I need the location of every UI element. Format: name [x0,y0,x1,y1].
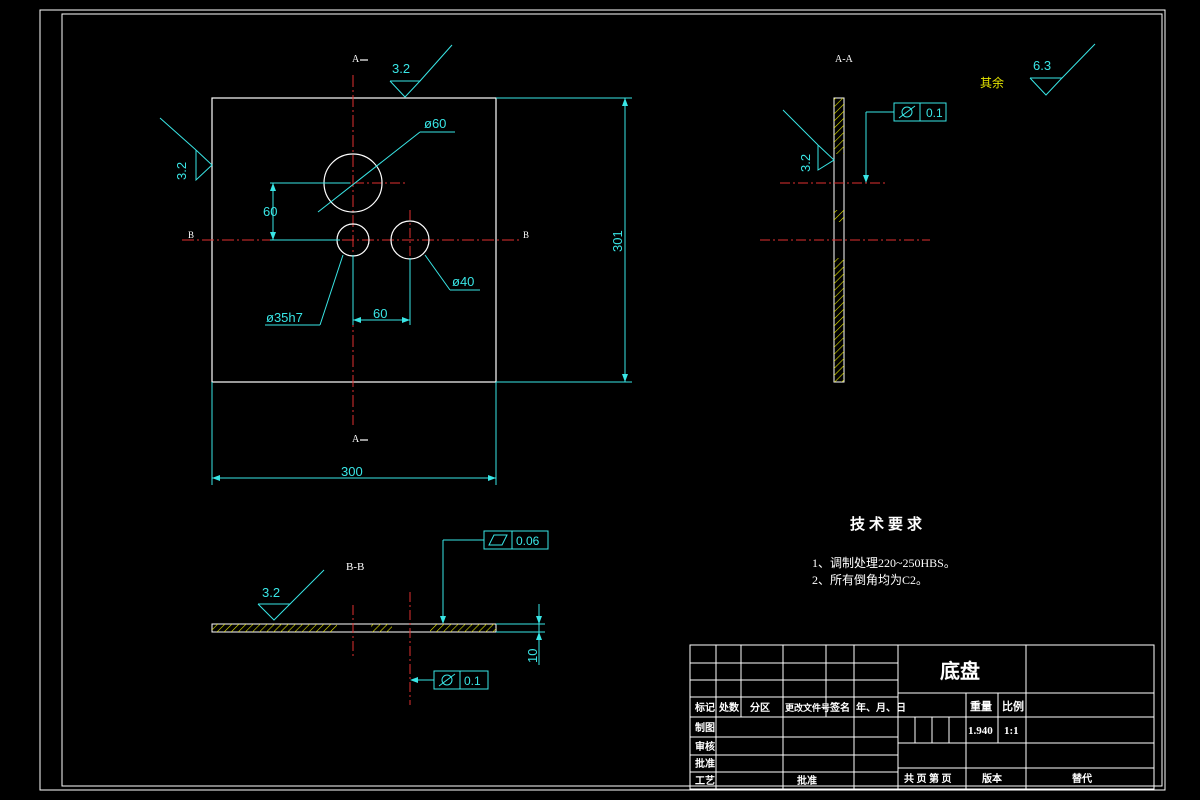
approve-label: 批准 [797,774,817,787]
roughness-top: 3.2 [392,61,410,76]
weight-label: 重量 [970,699,992,713]
tolerance-side: 0.1 [926,106,943,120]
row-design: 制图 [695,721,715,734]
row-tech: 批准 [695,757,715,770]
section-bb-title: B-B [346,561,364,573]
drawing-frame [39,9,1166,791]
side-view: A-A 3.2 0.1 6.3 其余 [760,43,1096,383]
dim-hole-large: ø60 [424,116,446,131]
part-name: 底盘 [940,659,980,683]
title-block: 底盘 重量 比例 1.940 1:1 标记 处数 分区 更改文件号 签名 年、月… [689,644,1155,790]
version-label: 版本 [982,772,1003,785]
dim-offset-vertical: 60 [263,204,277,219]
section-a-bottom: A [352,434,360,445]
row-process: 工艺 [695,774,715,787]
roughness-general-value: 6.3 [1033,58,1051,73]
roughness-general-label: 其余 [980,75,1004,90]
section-b-right: B [523,230,529,240]
col-date: 年、月、日 [856,701,906,714]
scale-label: 比例 [1002,699,1024,713]
dim-hole-left: ø35h7 [266,310,303,325]
dim-offset-horizontal: 60 [373,306,387,321]
section-a-top: A [352,54,360,65]
scale-value: 1:1 [1004,725,1019,737]
tolerance-perpendicularity: 0.1 [464,674,481,688]
replace-label: 替代 [1072,772,1092,785]
dim-height: 301 [610,230,625,252]
dim-width: 300 [341,464,363,479]
section-b-left: B [188,230,194,240]
tech-item-2: 2、所有倒角均为C2。 [812,573,928,587]
dim-thickness: 10 [525,649,540,663]
col-doc: 更改文件号 [785,702,830,713]
front-view: A A B B [159,44,632,485]
col-mark: 标记 [694,701,715,714]
roughness-left: 3.2 [174,162,189,180]
tech-requirements: 技术要求 1、调制处理220~250HBS。 2、所有倒角均为C2。 [812,515,956,587]
tolerance-flatness: 0.06 [516,534,540,548]
tech-title: 技术要求 [850,515,926,533]
col-count: 处数 [718,701,740,714]
row-check: 审核 [695,740,715,753]
roughness-side: 3.2 [798,154,813,172]
dim-hole-right: ø40 [452,274,474,289]
col-zone: 分区 [750,701,770,714]
bottom-view: B-B 3.2 0.06 0.1 10 [211,530,549,705]
weight-value: 1.940 [968,725,993,737]
section-aa-title: A-A [835,54,854,65]
sheets-label: 共 页 第 页 [904,772,952,785]
col-sign: 签名 [829,701,850,714]
tech-item-1: 1、调制处理220~250HBS。 [812,556,956,570]
roughness-bottom: 3.2 [262,585,280,600]
